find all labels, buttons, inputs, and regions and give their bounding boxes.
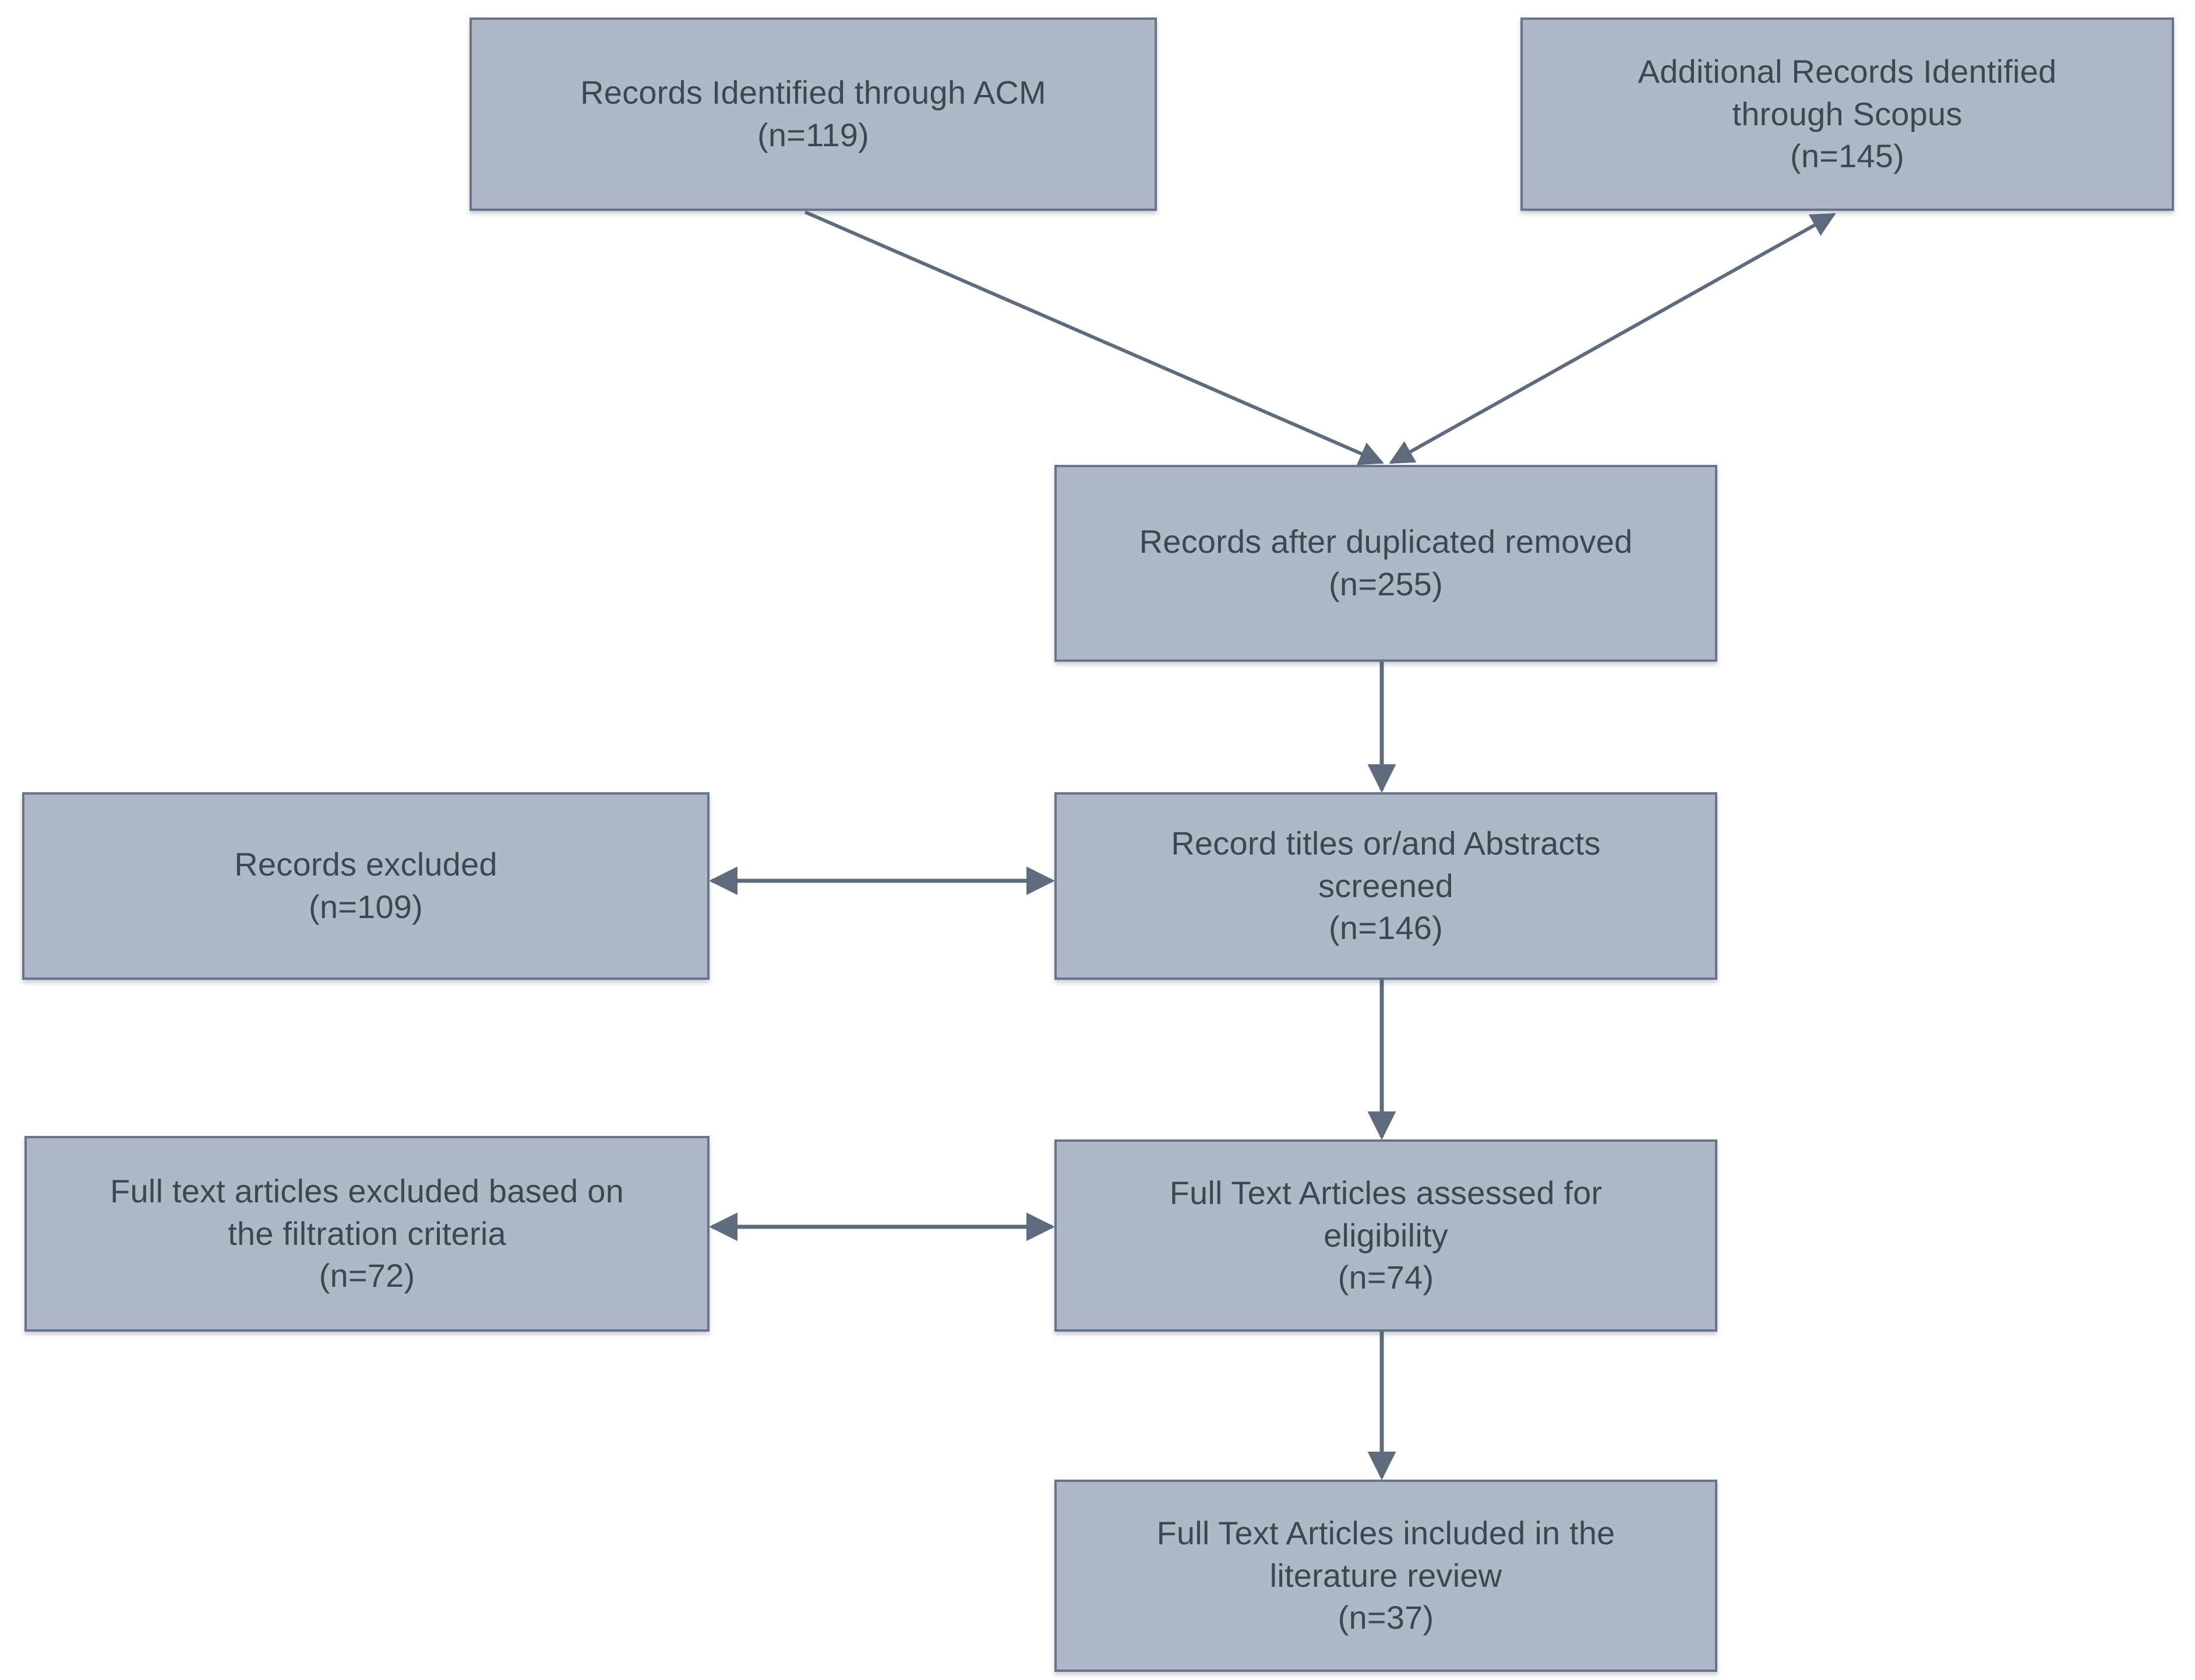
records-after-duplicates-removed[interactable]: Records after duplicated removed (n=255) bbox=[1054, 465, 1717, 662]
box-text-line: Full Text Articles assessed for bbox=[1169, 1174, 1603, 1211]
box-text-line: the filtration criteria bbox=[228, 1215, 506, 1252]
connector-acm-to-deduped bbox=[804, 210, 1384, 465]
additional-records-scopus[interactable]: Additional Records Identified through Sco… bbox=[1520, 17, 2174, 211]
box-text-line: (n=74) bbox=[1338, 1259, 1434, 1296]
box-text-line: screened bbox=[1318, 867, 1453, 904]
box-text-line: through Scopus bbox=[1732, 95, 1963, 132]
box-text-line: Full Text Articles included in the bbox=[1156, 1514, 1615, 1551]
box-text-line: (n=255) bbox=[1329, 566, 1443, 602]
box-text-line: eligibility bbox=[1324, 1216, 1448, 1254]
records-identified-acm[interactable]: Records Identified through ACM (n=119) bbox=[470, 17, 1157, 211]
box-text-line: (n=146) bbox=[1329, 909, 1443, 947]
box-text-line: Record titles or/and Abstracts bbox=[1171, 824, 1601, 862]
box-text-line: literature review bbox=[1269, 1557, 1502, 1594]
titles-abstracts-screened[interactable]: Record titles or/and Abstracts screened (n… bbox=[1054, 792, 1717, 980]
full-text-assessed-eligibility[interactable]: Full Text Articles assessed for eligibili… bbox=[1054, 1139, 1717, 1332]
box-text-line: (n=119) bbox=[757, 117, 869, 153]
box-text-line: Records excluded bbox=[234, 846, 497, 883]
full-text-included-literature-review[interactable]: Full Text Articles included in the litera… bbox=[1054, 1480, 1717, 1672]
box-text-line: Records Identified through ACM bbox=[580, 74, 1046, 111]
box-text-line: (n=109) bbox=[309, 888, 423, 925]
box-text-line: (n=72) bbox=[319, 1257, 415, 1294]
box-text-line: Records after duplicated removed bbox=[1139, 523, 1633, 560]
connector-deduped-to-scopus bbox=[1389, 213, 1836, 464]
full-text-excluded-filtration-criteria[interactable]: Full text articles excluded based on the … bbox=[24, 1136, 710, 1332]
box-text-line: Full text articles excluded based on bbox=[110, 1172, 624, 1209]
box-text-line: (n=145) bbox=[1790, 137, 1904, 175]
box-text-line: Additional Records Identified bbox=[1638, 52, 2057, 90]
box-text-line: (n=37) bbox=[1338, 1599, 1434, 1636]
records-excluded[interactable]: Records excluded (n=109) bbox=[22, 792, 710, 980]
